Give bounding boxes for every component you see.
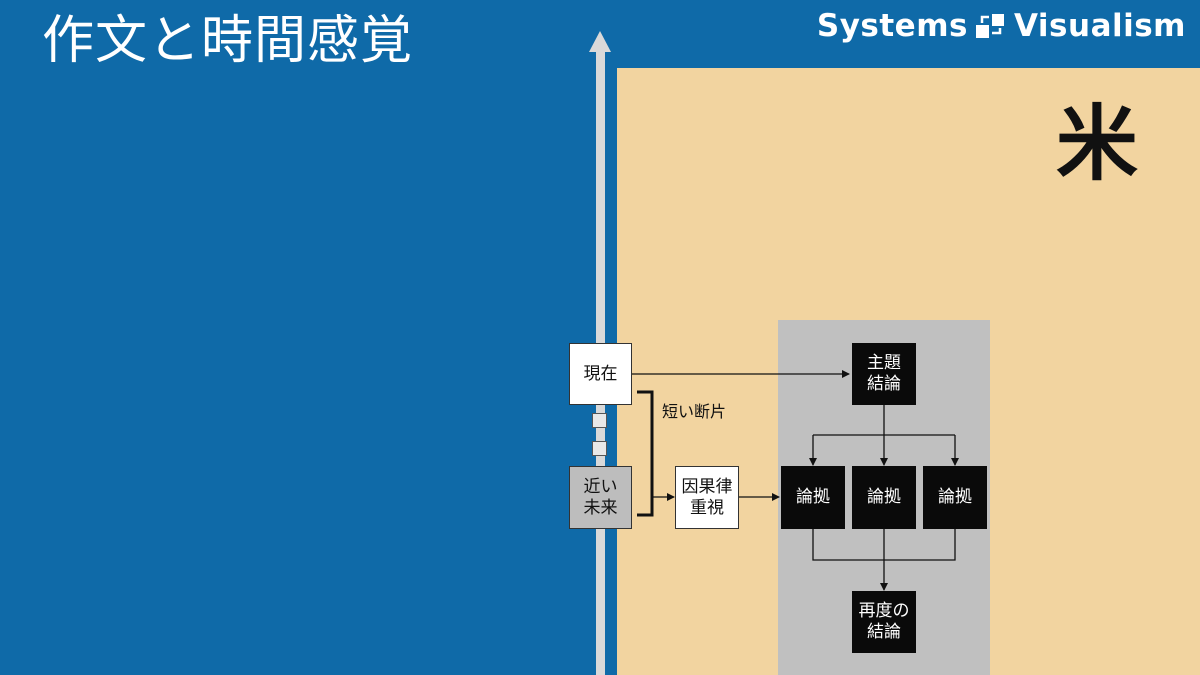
causality-line: 因果律 (681, 476, 733, 497)
thesis-line: 主題 (867, 353, 901, 373)
brand-logo: Systems Visualism (817, 6, 1186, 46)
timeline-arrowhead-icon (589, 31, 611, 52)
brand-right-text: Visualism (1013, 8, 1186, 44)
restated-conclusion-box: 再度の 結論 (852, 591, 916, 653)
present-label: 現在 (583, 363, 618, 384)
near-future-box: 近い 未来 (569, 466, 632, 529)
brand-left-text: Systems (816, 8, 968, 44)
slide-title: 作文と時間感覚 (42, 11, 414, 71)
thesis-conclusion-box: 主題 結論 (852, 343, 916, 405)
short-fragment-bracket (637, 390, 654, 517)
evidence-box: 論拠 (852, 466, 916, 529)
causality-line: 重視 (690, 497, 724, 518)
restate-line: 再度の (858, 601, 910, 621)
panel-label: 米 (1055, 97, 1138, 192)
evidence-box: 論拠 (923, 466, 987, 529)
evidence-box: 論拠 (781, 466, 845, 529)
present-box: 現在 (569, 343, 632, 405)
causality-box: 因果律 重視 (675, 466, 739, 529)
timeline-step-marker (592, 413, 607, 428)
evidence-label: 論拠 (938, 487, 972, 507)
evidence-label: 論拠 (796, 487, 830, 507)
near-future-line: 未来 (583, 497, 618, 518)
systems-visualism-logo-icon (975, 14, 1004, 38)
evidence-label: 論拠 (867, 487, 901, 507)
thesis-line: 結論 (867, 374, 901, 394)
timeline-step-marker (592, 441, 607, 456)
restate-line: 結論 (867, 622, 901, 642)
bracket-note: 短い断片 (662, 402, 727, 421)
near-future-line: 近い (583, 476, 618, 497)
